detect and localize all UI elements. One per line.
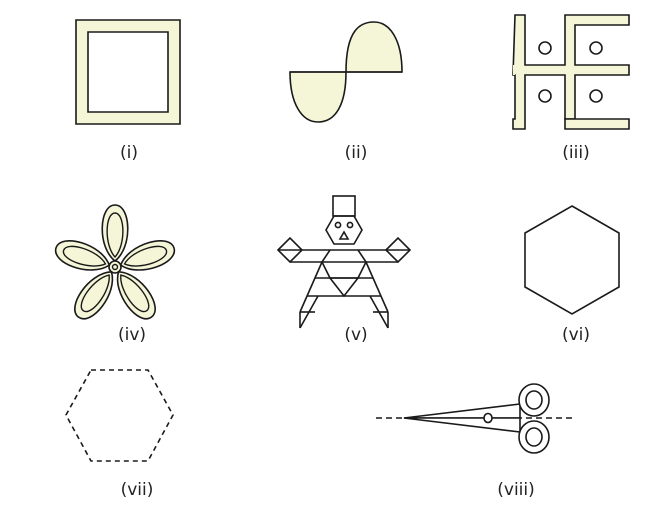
figure-ii-s-curve [289,21,403,123]
symbol-left-arm [513,65,515,75]
label-viii: (viii) [497,480,535,500]
robot-center-triangle [328,277,360,298]
label-ii: (ii) [345,143,368,163]
figure-iii-symbol [512,14,630,130]
figure-i-square-frame [75,19,181,125]
flower-petal-inner [62,245,107,267]
square-frame-shape [75,19,181,125]
label-i: (i) [120,143,138,163]
upper-lobe [345,21,403,73]
flower-petal-outer [55,240,111,271]
flower-petal [116,271,156,320]
dot-bottom-right [589,89,603,103]
label-vi: (vi) [562,325,590,345]
dot-bottom-left [538,89,552,103]
figure-vii-dashed-hexagon [65,369,174,462]
label-vii: (vii) [121,480,154,500]
scissors-lower-handle-outer [518,420,550,454]
symbol-foot [564,118,630,130]
flower-petal-outer [116,271,156,320]
robot-body-left [299,261,323,313]
robot-head [325,215,363,245]
figure-vi-hexagon [524,205,620,315]
flower-petal-inner [120,274,150,313]
symbol-body [512,14,630,130]
flower-petal-inner [80,274,110,313]
scissors-lower-handle-inner [525,427,543,447]
flower-petal-inner [106,212,124,259]
scissors-upper-handle-outer [518,383,550,417]
flower-petal-outer [74,271,114,320]
figure-iv-flower [55,204,175,320]
robot-eye-left [334,221,342,229]
flower-center-inner [111,263,119,271]
scissors-pivot-screw [483,412,493,424]
robot-mouth [338,230,350,240]
flower-center-outer [108,260,122,274]
label-iv: (iv) [118,325,146,345]
figure-viii-scissors [376,383,574,454]
robot-shoulder-left [321,249,331,263]
flower-petal [74,271,114,320]
scissors-lower-blade [403,417,521,433]
flower-petal-inner [123,245,168,267]
dot-top-left [538,41,552,55]
flower-petal-outer [119,240,175,271]
flower-petal [55,240,111,271]
flower-petal [119,240,175,271]
robot-eye-right [346,221,354,229]
label-v: (v) [344,325,367,345]
lower-lobe [289,71,347,123]
flower-petal [101,204,129,263]
robot-shoulder-right [357,249,367,263]
figure-v-robot [276,195,412,329]
robot-body-right [365,261,389,313]
dot-top-right [589,41,603,55]
robot-diag-1 [321,261,331,279]
scissors-upper-blade [403,403,521,419]
label-iii: (iii) [562,143,589,163]
scissors-upper-handle-inner [525,390,543,410]
robot-diag-2 [357,261,367,279]
robot-hat [332,195,356,217]
